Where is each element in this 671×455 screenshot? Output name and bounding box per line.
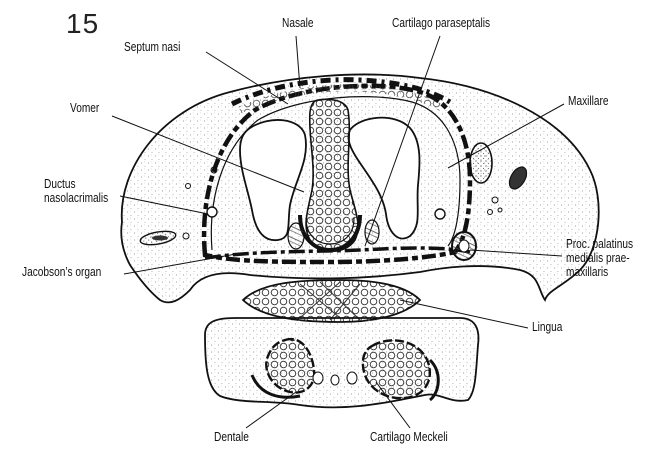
label-lingua: Lingua	[532, 320, 562, 334]
label-nasale: Nasale	[282, 16, 314, 30]
label-septum-nasi: Septum nasi	[124, 40, 180, 54]
label-cartilago-meckeli: Cartilago Meckeli	[370, 430, 448, 444]
lingua	[243, 280, 420, 322]
upper-head-outline	[121, 74, 598, 302]
label-cartilago-paraseptalis: Cartilago paraseptalis	[392, 16, 490, 30]
label-dentale: Dentale	[214, 430, 249, 444]
figure-number: 15	[66, 8, 99, 40]
lower-jaw	[205, 318, 478, 407]
label-vomer: Vomer	[70, 101, 99, 115]
label-maxillare: Maxillare	[568, 94, 609, 108]
maxillary-organ	[470, 143, 492, 183]
label-jacobsons-organ: Jacobson’s organ	[22, 265, 101, 279]
label-proc-palatinus: Proc. palatinus medialis prae- maxillari…	[566, 237, 633, 279]
label-ductus-nasolacrimalis: Ductus nasolacrimalis	[44, 177, 108, 205]
